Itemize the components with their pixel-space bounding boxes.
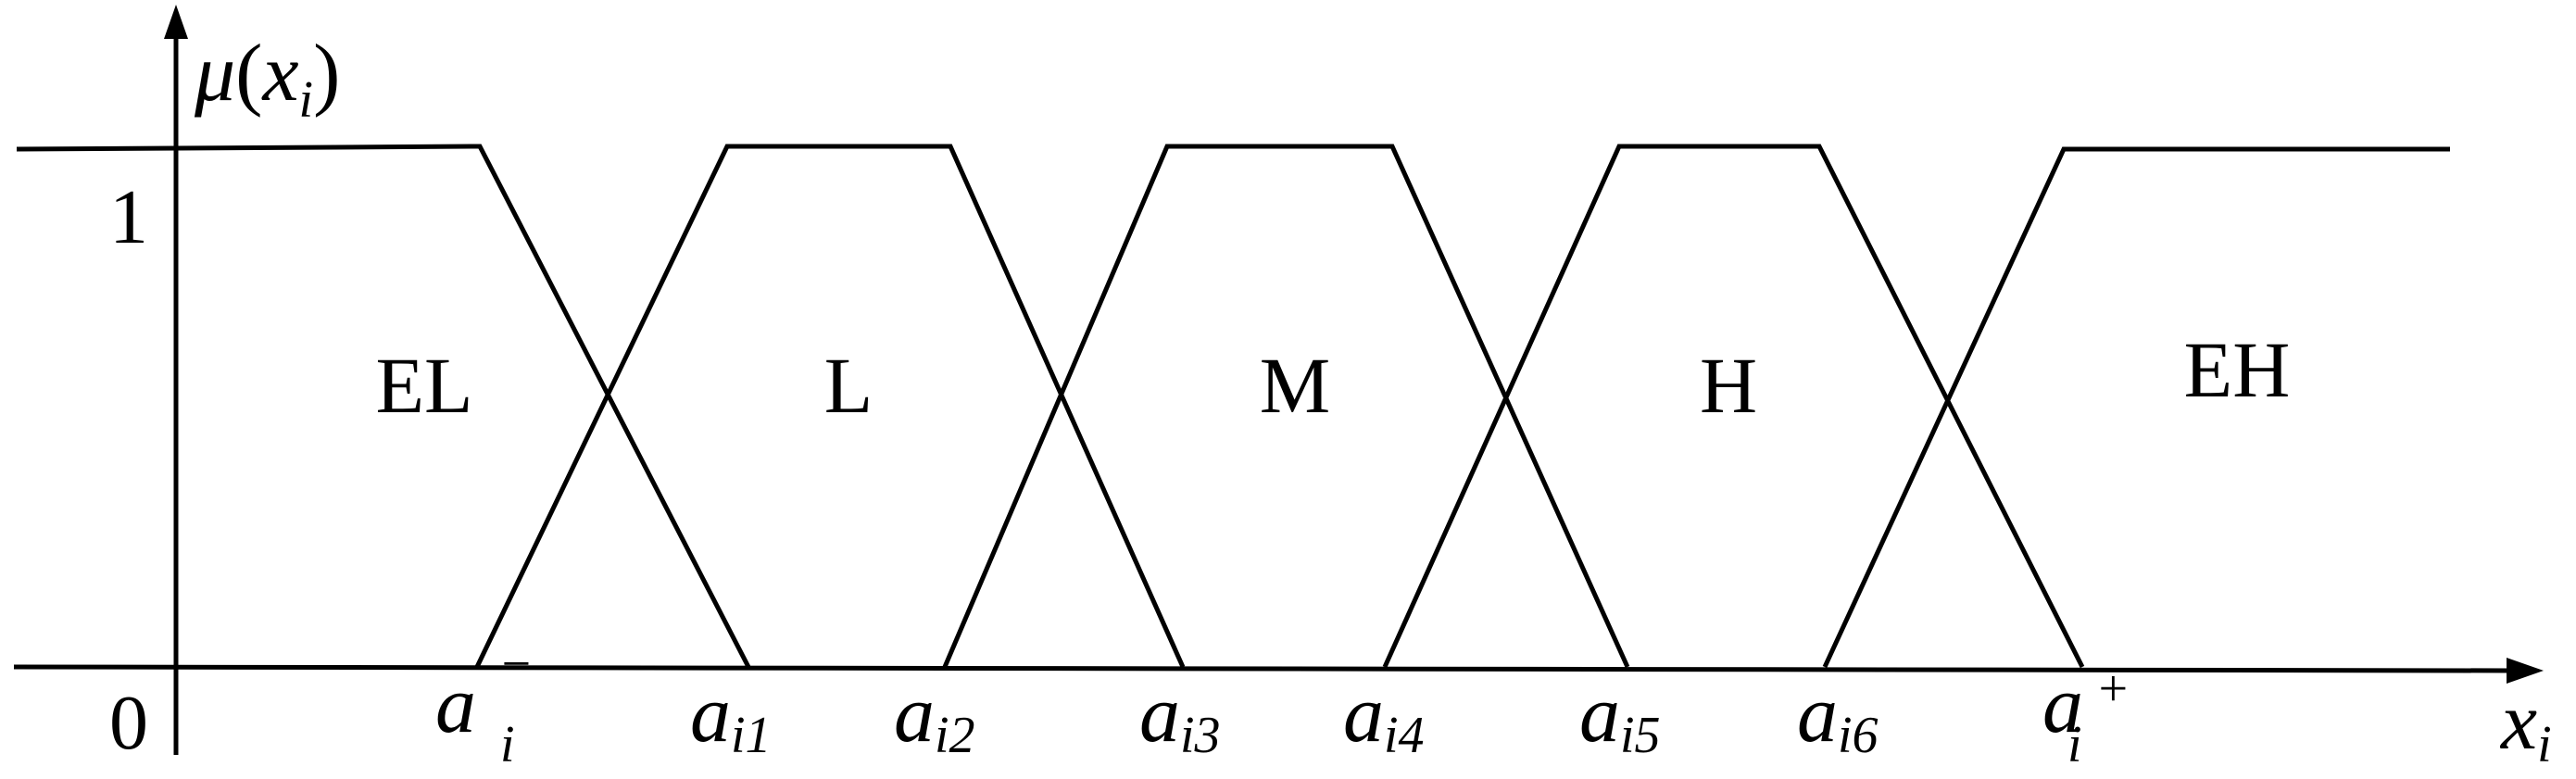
mf-h: [1382, 144, 2085, 669]
y-axis-symbol: μ: [194, 29, 235, 119]
y-tick-1: 1: [109, 174, 148, 260]
y-axis-label: μ(xi): [194, 29, 340, 129]
x-axis-arrow: [2507, 658, 2544, 684]
set-label-eh: EH: [2184, 325, 2291, 414]
x-axis-line: [13, 664, 2511, 673]
axes: [13, 5, 2544, 755]
x-axis-var: x: [2499, 677, 2537, 767]
x-tick-a-minus: a−i: [435, 635, 534, 773]
x-tick-ai5: ai5: [1579, 670, 1661, 764]
x-tick-ai2: ai2: [894, 670, 975, 764]
set-labels: EL L M H EH: [375, 325, 2290, 430]
set-label-l: L: [824, 341, 873, 430]
x-tick-a-plus: a+i: [2042, 660, 2130, 773]
mf-el: [16, 144, 751, 669]
mf-m: [942, 144, 1630, 669]
set-label-m: M: [1260, 341, 1330, 430]
y-axis-open-paren: (: [235, 29, 262, 119]
x-tick-ai4: ai4: [1343, 670, 1425, 764]
x-tick-labels: a−i ai1 ai2 ai3 ai4 ai5 ai6 a+i: [435, 635, 2130, 773]
membership-functions: [16, 144, 2450, 669]
x-tick-ai6: ai6: [1797, 670, 1879, 764]
mf-l: [474, 144, 1186, 669]
y-axis-var: x: [260, 29, 298, 119]
y-tick-0: 0: [109, 680, 148, 766]
y-axis-arrow: [164, 5, 188, 39]
set-label-el: EL: [375, 341, 472, 430]
x-axis-label: xi: [2499, 677, 2552, 773]
x-tick-ai1: ai1: [690, 670, 772, 764]
set-label-h: H: [1700, 341, 1757, 430]
x-axis-var-sub: i: [2537, 716, 2552, 773]
x-tick-ai3: ai3: [1139, 670, 1221, 764]
mf-eh: [1822, 146, 2450, 669]
y-axis-close-paren: ): [313, 29, 340, 119]
y-axis-var-sub: i: [299, 71, 314, 129]
